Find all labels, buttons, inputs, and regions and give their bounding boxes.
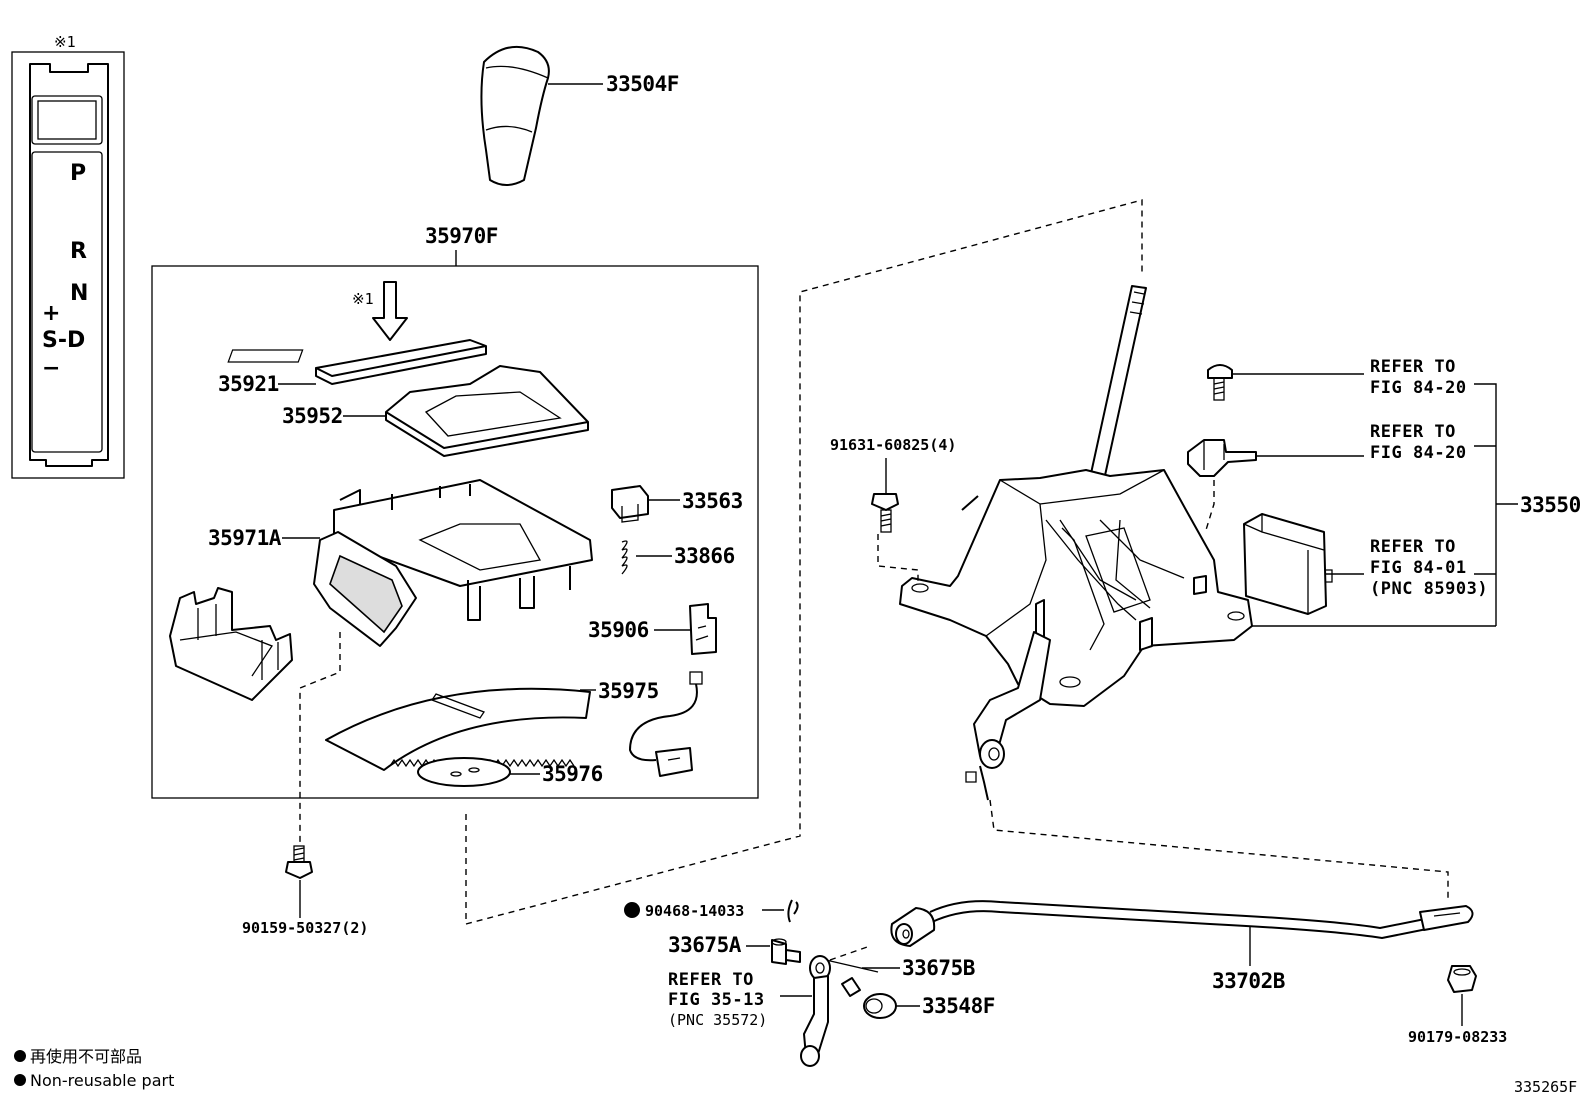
shift-lock-solenoid-33563: 33563 <box>611 485 743 523</box>
lower-cover <box>169 587 293 701</box>
legend-jp: 再使用不可部品 <box>30 1047 142 1066</box>
bolt-91631: 91631-60825(4) <box>830 436 956 582</box>
assembly-box-35970F <box>151 265 759 799</box>
ref1-line1: REFER TO <box>1370 357 1456 377</box>
legend: 再使用不可部品 Non-reusable part <box>14 1047 174 1090</box>
linkage-dashed <box>989 799 1449 900</box>
shift-indicator-inset: ※1 P R N + S-D − <box>11 33 125 479</box>
label-33675B: 33675B <box>902 956 975 980</box>
label-91631: 91631-60825(4) <box>830 436 956 454</box>
label-33702B: 33702B <box>1212 969 1285 993</box>
ref4-line3: (PNC 35572) <box>668 1011 767 1029</box>
screw-top: REFER TO FIG 84-20 <box>1207 357 1497 626</box>
ref4-line1: REFER TO <box>668 970 754 990</box>
inset-mark: ※1 <box>54 33 76 51</box>
gear-plus: + <box>42 301 60 326</box>
bushing-33675B: 33675B <box>825 956 975 997</box>
bolt-90159: 90159-50327(2) <box>242 632 368 937</box>
label-33504F: 33504F <box>606 72 679 96</box>
label-33563: 33563 <box>682 489 743 513</box>
bracket-top: REFER TO FIG 84-20 <box>1187 422 1496 531</box>
nut-90179: 90179-08233 <box>1408 965 1507 1046</box>
ref2-line2: FIG 84-20 <box>1370 443 1467 463</box>
ref4-line2: FIG 35-13 <box>668 990 765 1010</box>
figure-id: 335265F <box>1514 1078 1577 1096</box>
legend-en: Non-reusable part <box>30 1071 174 1090</box>
gear-sd: S-D <box>42 328 85 353</box>
ref3-line1: REFER TO <box>1370 537 1456 557</box>
label-33866: 33866 <box>674 544 735 568</box>
label-90468: 90468-14033 <box>645 902 744 920</box>
transmission-lever: REFER TO FIG 35-13 (PNC 35572) <box>668 945 871 1067</box>
label-35975: 35975 <box>598 679 659 703</box>
label-35952: 35952 <box>282 404 343 428</box>
indicator-plate: 35921 <box>218 339 487 396</box>
gear-minus: − <box>42 356 60 381</box>
switch-harness <box>629 671 703 777</box>
ref3-line2: FIG 84-01 <box>1370 558 1467 578</box>
label-35971A: 35971A <box>208 526 282 550</box>
spring-33866: 33866 <box>621 540 735 575</box>
gear-r: R <box>70 239 87 264</box>
non-reusable-mark <box>624 902 640 918</box>
gear-p: P <box>70 161 86 186</box>
label-90179: 90179-08233 <box>1408 1028 1507 1046</box>
ref3-line3: (PNC 85903) <box>1370 579 1488 599</box>
label-35976: 35976 <box>542 762 603 786</box>
label-90159: 90159-50327(2) <box>242 919 368 937</box>
arrow-mark: ※1 <box>352 290 374 308</box>
label-35921: 35921 <box>218 372 279 396</box>
label-33550: 33550 <box>1520 493 1581 517</box>
gear-n: N <box>70 281 88 306</box>
assembly-envelope <box>465 199 1143 925</box>
position-plate-35975: 35975 <box>325 679 659 771</box>
control-module: REFER TO FIG 84-01 (PNC 85903) <box>1243 513 1496 615</box>
label-35906: 35906 <box>588 618 649 642</box>
control-cable: 33702B <box>890 900 1474 993</box>
pin-33675A: 33675A <box>668 933 801 965</box>
clip-90468: 90468-14033 <box>624 899 799 923</box>
label-33548F: 33548F <box>922 994 995 1018</box>
label-35970F: 35970F <box>425 224 498 248</box>
ref1-line2: FIG 84-20 <box>1370 378 1467 398</box>
label-33675A: 33675A <box>668 933 742 957</box>
disc-35976: 35976 <box>417 757 603 787</box>
grommet-33548F: 33548F <box>863 993 995 1019</box>
housing-cover-plate: 35952 <box>282 365 589 457</box>
shift-knob: 33504F <box>480 45 679 186</box>
shifter-base <box>899 285 1496 801</box>
ref2-line1: REFER TO <box>1370 422 1456 442</box>
bracket-35906: 35906 <box>588 603 717 655</box>
shift-housing: 35971A <box>208 479 593 647</box>
